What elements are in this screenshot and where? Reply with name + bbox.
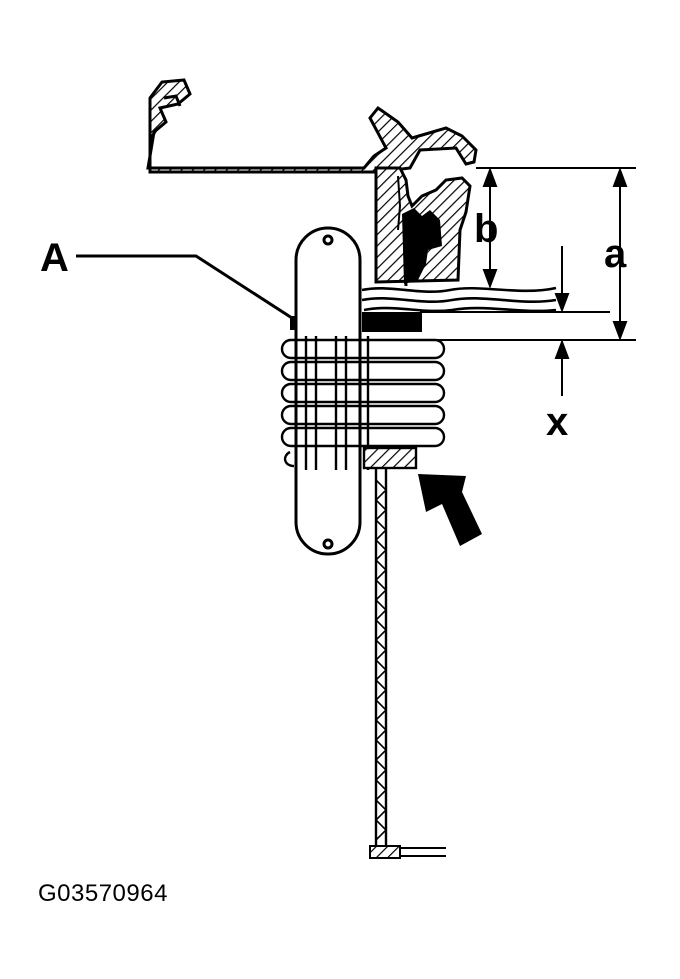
dimension-x-arrow xyxy=(554,246,570,396)
reference-lines xyxy=(420,167,636,341)
figure-code: G03570964 xyxy=(38,880,168,907)
dimension-b-arrow xyxy=(482,167,498,289)
callout-part-a: A xyxy=(40,236,69,280)
hatched-base-block xyxy=(362,446,418,470)
pointer-arrow-icon xyxy=(418,474,482,546)
coil-windings xyxy=(280,336,446,470)
support-rod xyxy=(374,468,388,848)
clip xyxy=(402,208,442,287)
coil-hook xyxy=(283,450,295,468)
leader-line-a xyxy=(76,254,293,320)
dimension-label-b: b xyxy=(474,207,499,251)
dimension-label-a: a xyxy=(604,232,627,276)
weight-housing xyxy=(294,226,362,556)
dimension-label-x: x xyxy=(546,400,569,444)
dimension-a-arrow xyxy=(612,167,628,341)
wheel-rim xyxy=(146,78,478,174)
adhesive-pad xyxy=(362,312,422,332)
tire-sidewall xyxy=(361,286,557,313)
rod-foot xyxy=(369,845,446,859)
